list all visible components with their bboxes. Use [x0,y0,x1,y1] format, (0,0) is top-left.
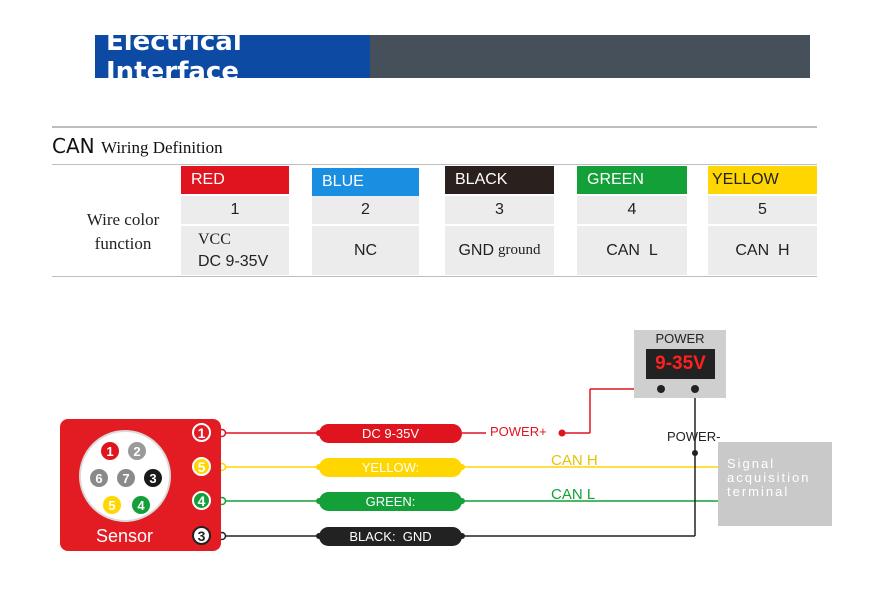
pill-green: GREEN: [319,492,462,511]
pin-number-cell: 2 [312,196,419,224]
pill-label: GREEN: [365,494,416,509]
color-header-red: RED [181,166,289,194]
color-header-blue: BLUE [312,168,419,196]
terminal-label-line2: acquisition [727,470,811,485]
port-label: 5 [197,458,206,475]
pin-number-cell: 3 [445,196,554,224]
row-label: Wire color function [68,208,178,256]
power-plus-label: POWER+ [490,424,547,439]
power-terminal-minus [691,385,699,393]
pin-number: 3 [495,201,504,218]
sensor-label: Sensor [96,526,154,546]
color-header-yellow: YELLOW [708,166,817,194]
port-number-3: 3 [192,526,211,545]
color-header-label: BLUE [322,173,364,190]
pill-label: DC 9-35V [361,426,420,441]
power-display-value: 9-35V [655,353,706,374]
power-minus-dot [692,450,698,456]
function-cell-vcc: VCC DC 9-35V [181,226,289,275]
pin-number-cell: 4 [577,196,687,224]
color-header-label: YELLOW [712,171,779,188]
pin-label: 1 [106,443,114,459]
pin-label: 5 [108,497,116,513]
power-terminal-plus [657,385,665,393]
table-bottom-rule [52,276,817,277]
power-minus-label: POWER- [667,429,721,444]
pin-number: 4 [627,201,637,218]
table-top-rule [52,126,817,128]
connector-pin-4: 4 [132,496,150,514]
section-title-banner: Electrical Interface [95,27,370,87]
port-number-4: 4 [192,491,211,510]
port-number-1: 1 [192,423,211,442]
pill-yellow: YELLOW: [319,458,462,477]
pin-label: 4 [137,497,145,513]
can-l-label: CAN L [551,486,596,503]
port-label: 3 [197,527,206,544]
connector-pin-1: 1 [101,442,119,460]
function-label: NC [353,241,378,259]
color-header-label: RED [191,171,225,188]
color-header-black: BLACK [445,166,554,194]
pin-label: 6 [95,470,103,486]
signal-acquisition-terminal [718,442,832,526]
pill-label: BLACK: GND [349,529,432,544]
function-cell: CAN H [708,226,817,275]
port-label: 4 [197,492,206,509]
color-header-label: BLACK [455,171,508,188]
pin-number-cell: 1 [181,196,289,224]
function-gnd-suffix: ground [498,242,541,258]
section-title: Electrical Interface [106,26,242,87]
table-header-rule [52,164,817,165]
pin-number: 5 [758,201,767,218]
power-plus-dot [558,429,566,437]
connector-pin-2: 2 [128,442,146,460]
banner-dark-bar [370,35,810,78]
row-label-line2: function [94,234,152,253]
can-h-label: CAN H [551,452,598,469]
row-label-line1: Wire color [86,210,160,229]
function-label: CAN L [606,241,658,259]
terminal-label: Signal acquisition terminal [727,457,827,499]
connector-pin-6: 6 [90,469,108,487]
pill-label: YELLOW: [361,460,420,475]
connector-pin-3: 3 [144,469,162,487]
pin-number: 2 [361,201,370,218]
table-title-can: CAN [52,134,95,158]
connector-pin-7: 7 [117,469,135,487]
color-header-label: GREEN [587,171,644,188]
color-header-green: GREEN [577,166,687,194]
pin-label: 7 [122,470,130,486]
pill-black: BLACK: GND [319,527,462,546]
pin-number-cell: 5 [708,196,817,224]
function-cell: CAN L [577,226,687,275]
pill-red: DC 9-35V [319,424,462,443]
pin-label: 2 [133,443,141,459]
port-number-5: 5 [192,457,211,476]
function-vcc-range: DC 9-35V [198,252,269,270]
terminal-label-line3: terminal [727,484,790,499]
port-label: 1 [197,424,206,441]
function-label: CAN H [735,241,790,259]
table-title-rest: Wiring Definition [100,138,223,157]
pin-number: 1 [230,201,240,218]
function-label: GND [458,241,495,259]
pin-label: 3 [149,470,157,486]
power-supply-display: 9-35V [646,349,715,379]
power-supply-title: POWER [655,331,705,346]
terminal-label-line1: Signal [727,456,776,471]
function-vcc: VCC [198,230,231,248]
connector-pin-5: 5 [103,496,121,514]
table-title: CAN Wiring Definition [52,134,223,158]
function-cell: NC [312,226,419,275]
